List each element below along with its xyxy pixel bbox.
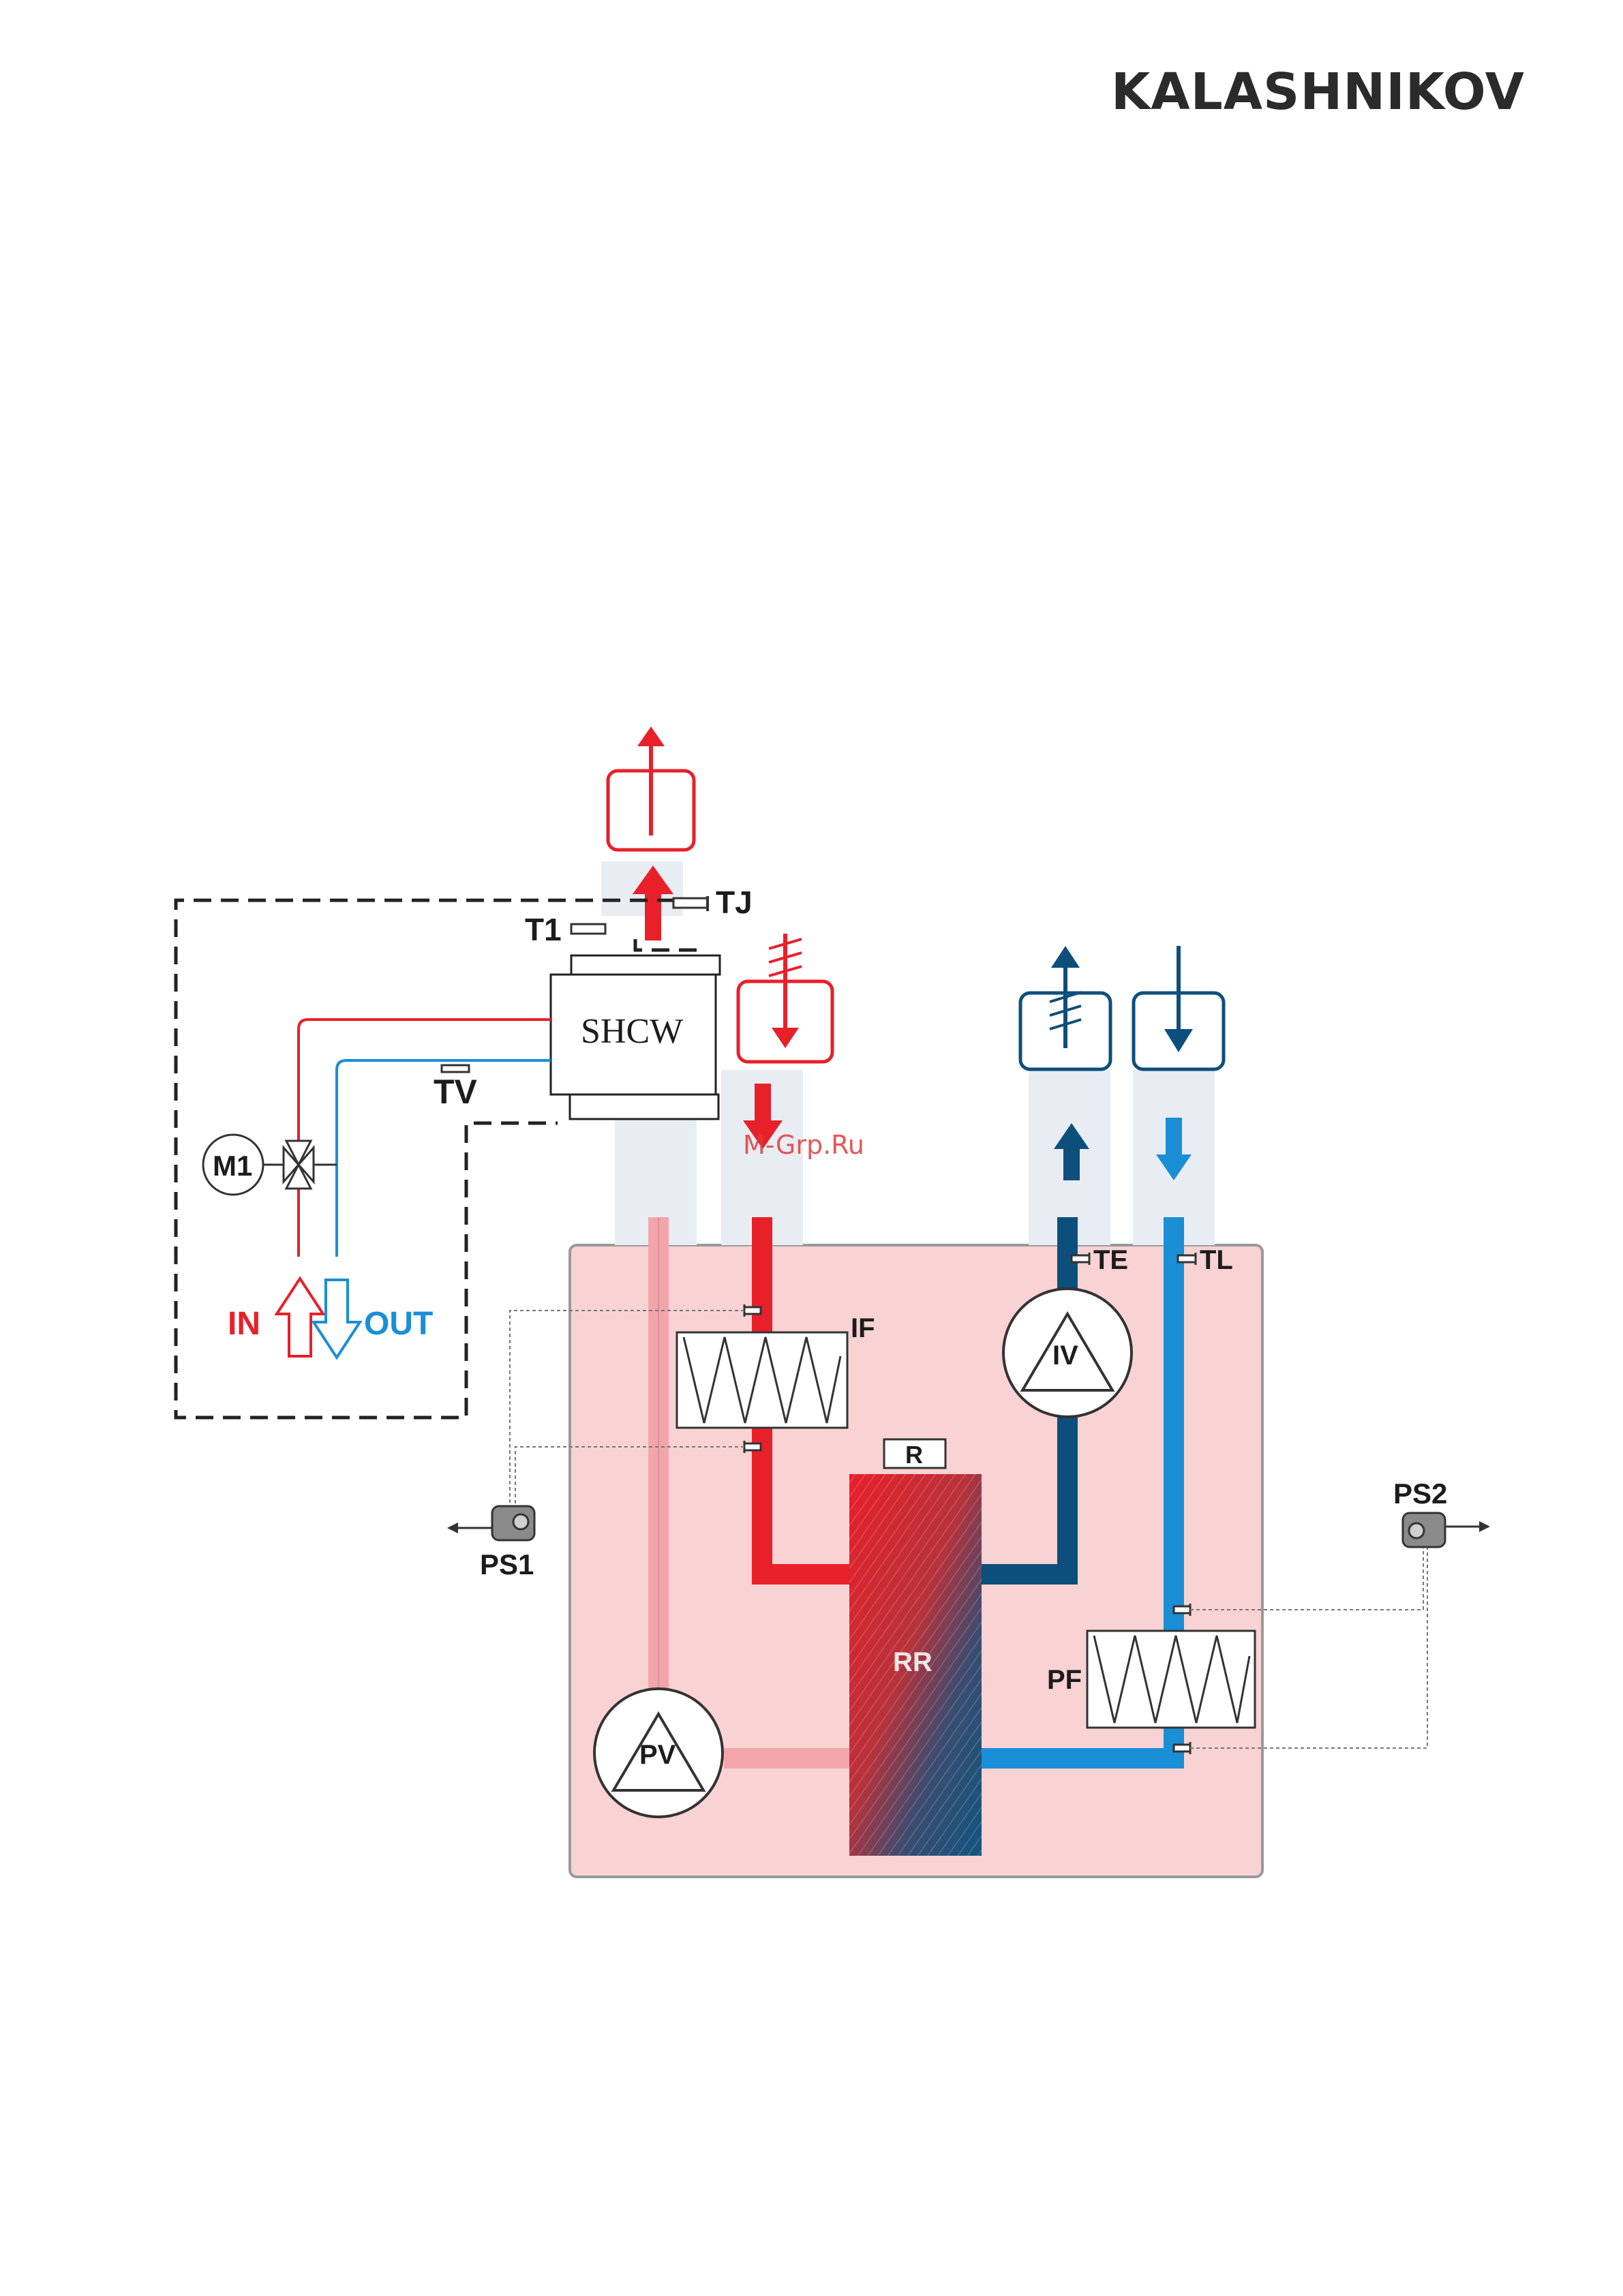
pv-label: PV xyxy=(639,1740,676,1770)
rr-label: RR xyxy=(893,1647,932,1677)
pressure-tap-icon xyxy=(744,1443,761,1450)
arrow-up-icon xyxy=(637,726,665,746)
r-label: R xyxy=(905,1441,923,1469)
in-label: IN xyxy=(228,1306,260,1342)
pressure-tap-icon xyxy=(744,1307,761,1314)
tl-sensor-icon xyxy=(1178,1255,1196,1262)
arrow-left-icon xyxy=(447,1522,458,1533)
pf-label: PF xyxy=(1047,1665,1082,1695)
out-arrow-icon xyxy=(314,1280,360,1358)
tj-sensor-icon xyxy=(673,898,708,908)
shcw-coil-top-flange xyxy=(571,955,720,975)
ps2-label: PS2 xyxy=(1393,1478,1447,1510)
shcw-coil-bottom-flange xyxy=(570,1095,718,1119)
shcw-label: SHCW xyxy=(581,1012,683,1051)
m1-label: M1 xyxy=(213,1150,252,1182)
tl-label: TL xyxy=(1200,1245,1233,1275)
in-arrow-icon xyxy=(277,1279,323,1356)
iv-label: IV xyxy=(1052,1341,1078,1371)
t1-label: T1 xyxy=(525,912,562,947)
te-sensor-icon xyxy=(1072,1255,1089,1262)
ps1-label: PS1 xyxy=(480,1548,534,1580)
te-label: TE xyxy=(1093,1245,1128,1275)
watermark: M-Grp.Ru xyxy=(743,1130,864,1160)
arrow-up-icon xyxy=(1051,946,1080,968)
t1-sensor-icon xyxy=(571,924,605,934)
pressure-tap-icon xyxy=(1174,1606,1190,1613)
tv-label: TV xyxy=(434,1073,478,1111)
out-label: OUT xyxy=(364,1306,433,1342)
tv-sensor-icon xyxy=(442,1065,469,1072)
arrow-right-icon xyxy=(1479,1521,1490,1532)
pressure-tap-icon xyxy=(1174,1745,1190,1751)
if-label: IF xyxy=(851,1313,875,1343)
tj-label: TJ xyxy=(716,885,753,920)
